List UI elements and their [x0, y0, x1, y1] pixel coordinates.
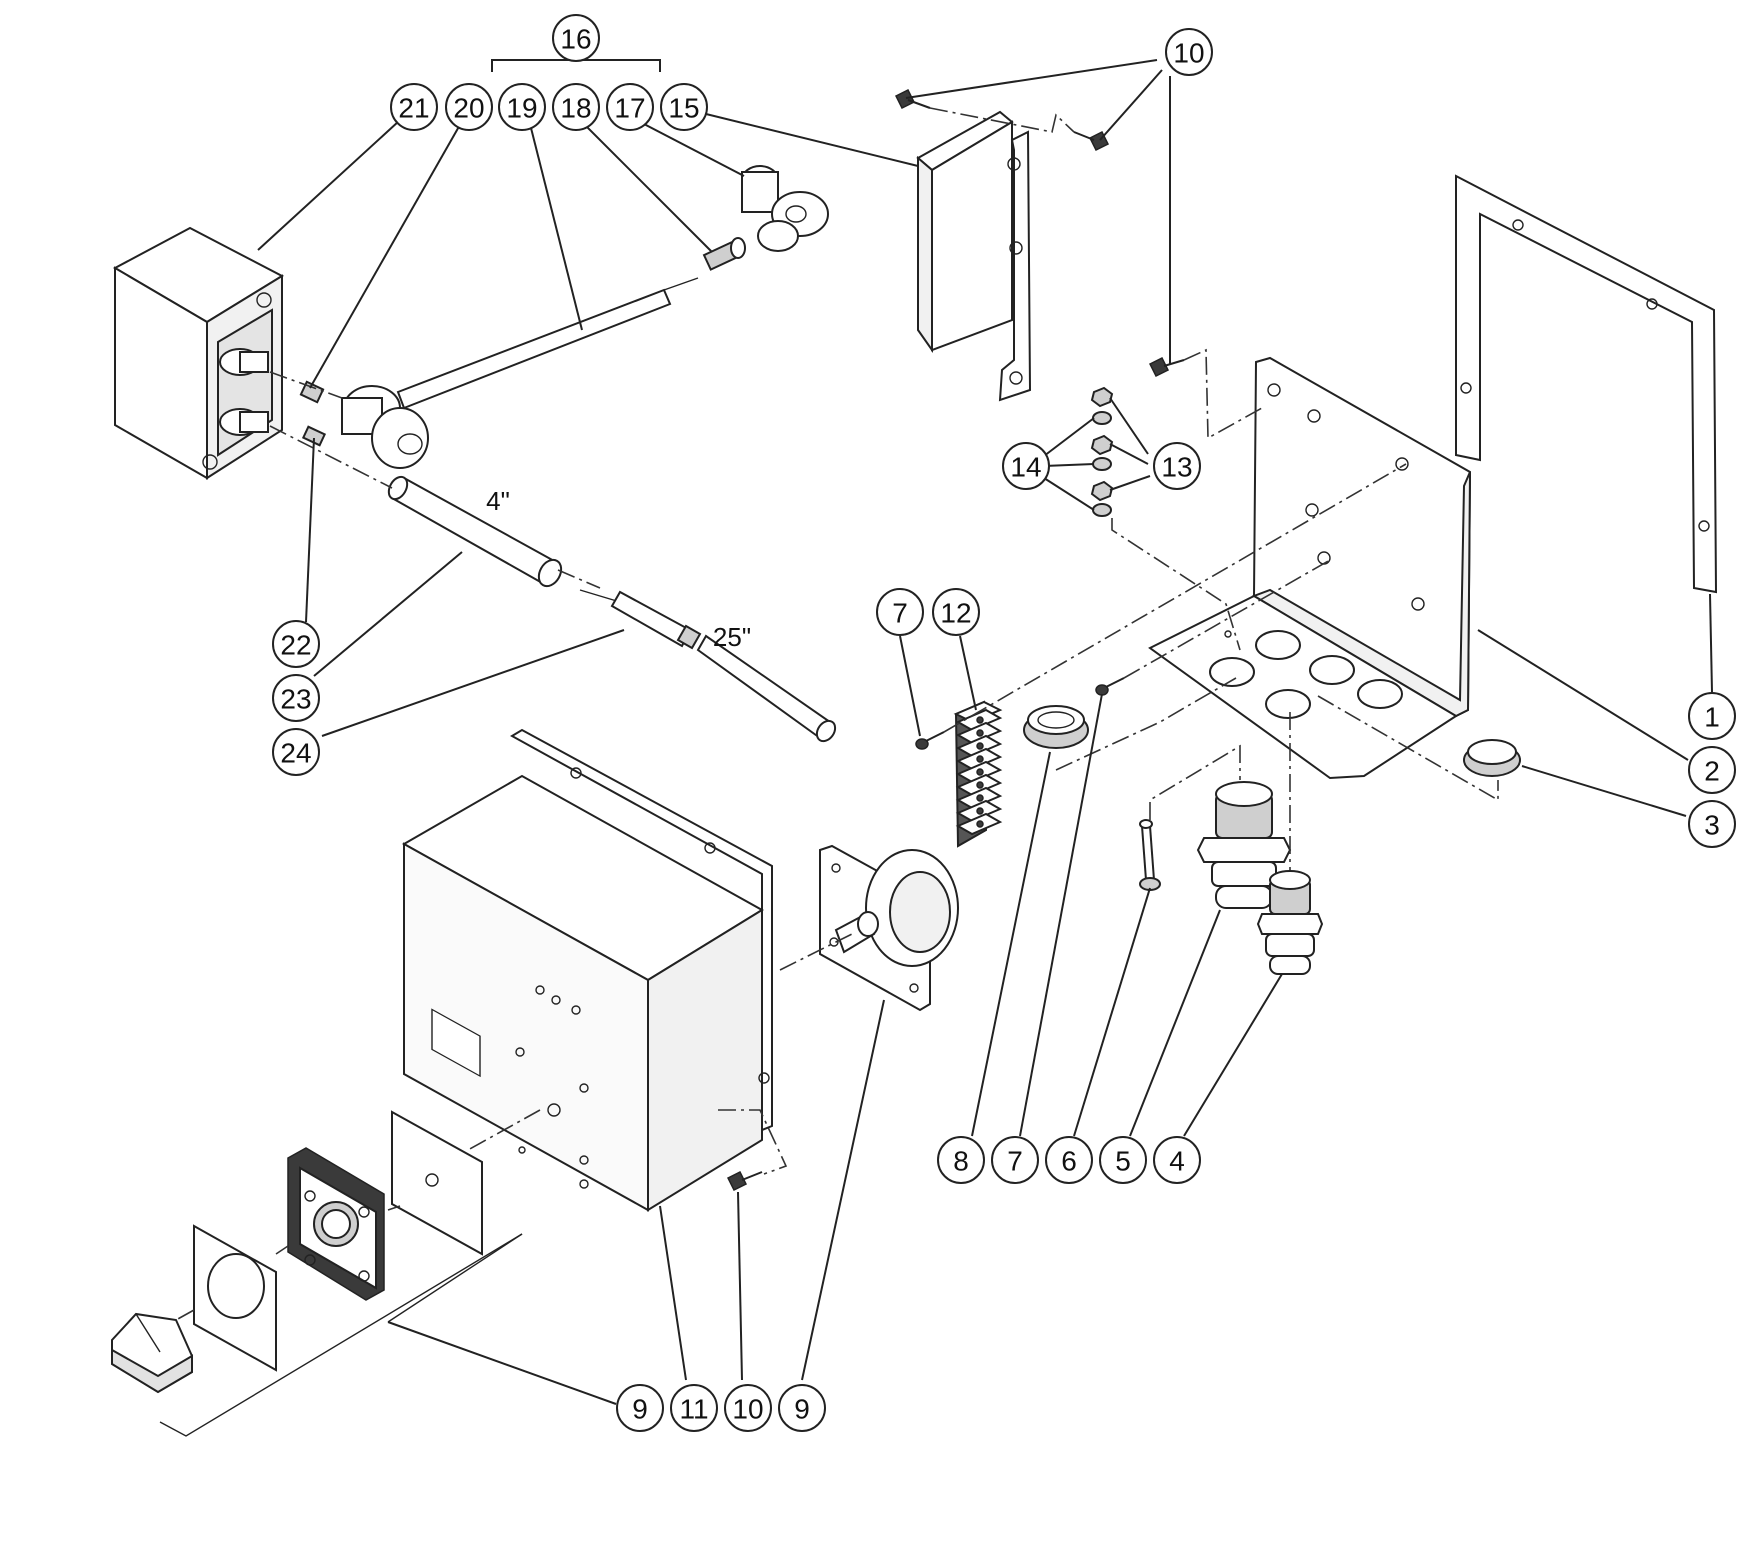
balloon-2: 2	[1688, 746, 1736, 794]
cable-gland-part-4	[1256, 870, 1324, 975]
balloon-7-upper: 7	[876, 588, 924, 636]
svg-text:4: 4	[1169, 1146, 1185, 1177]
svg-text:10: 10	[1173, 38, 1204, 69]
svg-text:16: 16	[560, 24, 591, 55]
balloon-17: 17	[606, 83, 654, 131]
cable-gland-part-5	[1196, 781, 1292, 909]
svg-text:21: 21	[398, 93, 429, 124]
svg-text:14: 14	[1010, 452, 1041, 483]
leader-lines	[159, 50, 1713, 1437]
balloon-1: 1	[1688, 692, 1736, 740]
balloon-10-top: 10	[1165, 28, 1213, 76]
screw-part-6	[1139, 819, 1161, 891]
balloon-21: 21	[390, 83, 438, 131]
svg-text:9: 9	[632, 1394, 648, 1425]
svg-text:3: 3	[1704, 810, 1720, 841]
svg-text:7: 7	[1007, 1146, 1023, 1177]
washers-part-14	[1092, 411, 1112, 517]
junction-box-part-21	[112, 226, 285, 480]
terminal-screw	[976, 781, 984, 789]
balloon-12: 12	[932, 588, 980, 636]
bolt-part-10-right	[1073, 130, 1110, 152]
balloon-13: 13	[1153, 442, 1201, 490]
balloon-4: 4	[1153, 1136, 1201, 1184]
balloon-18: 18	[552, 83, 600, 131]
balloon-19: 19	[498, 83, 546, 131]
fitting-part-18	[702, 237, 746, 271]
terminal-strip-part-12	[953, 700, 1003, 848]
tube-part-23	[387, 475, 563, 588]
balloon-7-lower: 7	[991, 1136, 1039, 1184]
balloon-15: 15	[660, 83, 708, 131]
svg-text:19: 19	[506, 93, 537, 124]
dimension-label-25-inch: 25"	[713, 622, 751, 652]
tube-part-24	[579, 589, 837, 743]
balloon-8: 8	[937, 1136, 985, 1184]
balloon-9-left: 9	[616, 1384, 664, 1432]
balloon-6: 6	[1045, 1136, 1093, 1184]
screw-part-7-lower	[1095, 677, 1125, 696]
bracket-part-15	[916, 110, 1032, 402]
svg-text:8: 8	[953, 1146, 969, 1177]
switch-body-part-9	[819, 844, 959, 1012]
svg-text:20: 20	[453, 93, 484, 124]
balloon-10-bottom: 10	[724, 1384, 772, 1432]
svg-text:2: 2	[1704, 756, 1720, 787]
dimension-label-4-inch: 4"	[486, 486, 510, 516]
bolt-part-10-bottom	[726, 1170, 763, 1192]
connector-part-20	[299, 380, 325, 404]
terminal-screw	[976, 768, 984, 776]
mounting-plate-part-2	[1148, 356, 1472, 780]
enclosure-part-11	[401, 728, 773, 1212]
balloon-22: 22	[272, 620, 320, 668]
bolt-part-10-left	[894, 88, 931, 110]
elbow-part-17	[741, 165, 829, 252]
gasket-part-1	[1455, 174, 1718, 594]
balloon-9-right: 9	[778, 1384, 826, 1432]
locknut-part-8	[1023, 705, 1089, 749]
terminal-screw	[976, 729, 984, 737]
terminal-screw	[976, 716, 984, 724]
svg-text:6: 6	[1061, 1146, 1077, 1177]
svg-text:22: 22	[280, 630, 311, 661]
svg-text:23: 23	[280, 684, 311, 715]
balloon-3: 3	[1688, 800, 1736, 848]
svg-text:1: 1	[1704, 702, 1720, 733]
svg-text:13: 13	[1161, 452, 1192, 483]
svg-text:12: 12	[940, 598, 971, 629]
svg-text:18: 18	[560, 93, 591, 124]
balloon-23: 23	[272, 674, 320, 722]
terminal-screw	[976, 755, 984, 763]
svg-text:24: 24	[280, 738, 311, 769]
screw-part-7-upper	[915, 731, 945, 750]
terminal-screw	[976, 794, 984, 802]
balloon-5: 5	[1099, 1136, 1147, 1184]
bolt-part-10-middle	[1148, 356, 1185, 378]
balloon-20: 20	[445, 83, 493, 131]
terminal-screw	[976, 807, 984, 815]
balloon-14: 14	[1002, 442, 1050, 490]
svg-text:17: 17	[614, 93, 645, 124]
terminal-screw	[976, 820, 984, 828]
balloon-11: 11	[670, 1384, 718, 1432]
svg-text:7: 7	[892, 598, 908, 629]
rod-part-19	[341, 277, 699, 469]
svg-text:15: 15	[668, 93, 699, 124]
nuts-part-13	[1090, 386, 1114, 502]
balloon-16: 16	[552, 14, 600, 62]
connector-part-22	[301, 425, 327, 447]
locknut-part-3	[1463, 739, 1521, 777]
balloon-24: 24	[272, 728, 320, 776]
svg-text:5: 5	[1115, 1146, 1131, 1177]
svg-text:10: 10	[732, 1394, 763, 1425]
svg-text:9: 9	[794, 1394, 810, 1425]
switch-knob-assembly-part-9	[111, 1110, 483, 1394]
svg-text:11: 11	[679, 1394, 708, 1425]
balloon-callouts: 16 21 20 19 18 17 15 10 14 13 1 2 3 7 12…	[272, 14, 1736, 1432]
terminal-screw	[976, 742, 984, 750]
